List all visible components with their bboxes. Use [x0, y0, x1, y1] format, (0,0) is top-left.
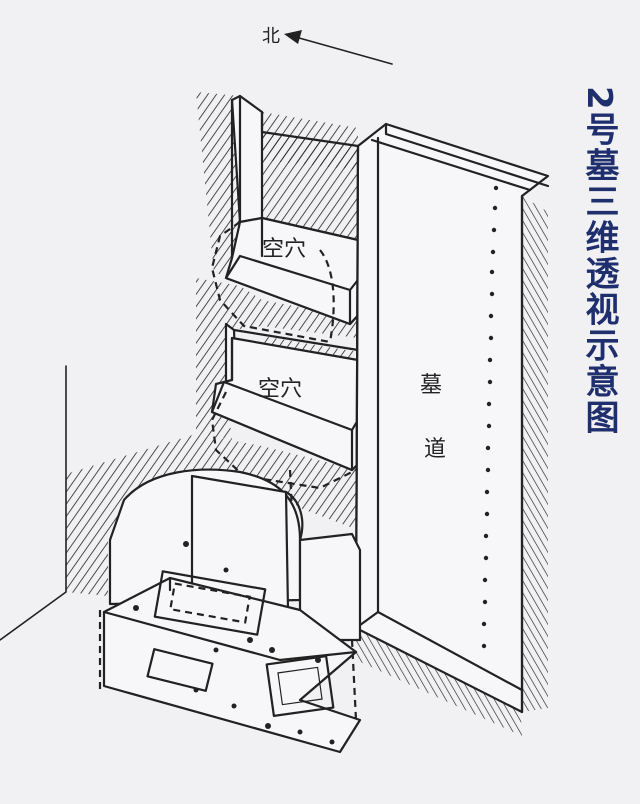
burial-chamber	[98, 468, 362, 754]
passage-label-bottom: 道	[424, 437, 446, 462]
upper-niche-label: 空穴	[262, 237, 306, 262]
grave-goods	[133, 541, 335, 745]
passage: 墓 道	[354, 122, 550, 714]
hatched-earth-lower	[66, 434, 358, 596]
diagram-title: 2号墓三维透视示意图	[579, 86, 619, 436]
lower-niche-label: 空穴	[258, 377, 302, 402]
passage-label-top: 墓	[420, 373, 442, 398]
shaft	[230, 94, 360, 278]
upper-niche: 空穴	[210, 216, 374, 344]
north-arrow: 北	[262, 26, 393, 65]
passage-post-holes	[481, 185, 499, 649]
chamber-floor	[102, 576, 362, 754]
north-label: 北	[262, 26, 280, 47]
